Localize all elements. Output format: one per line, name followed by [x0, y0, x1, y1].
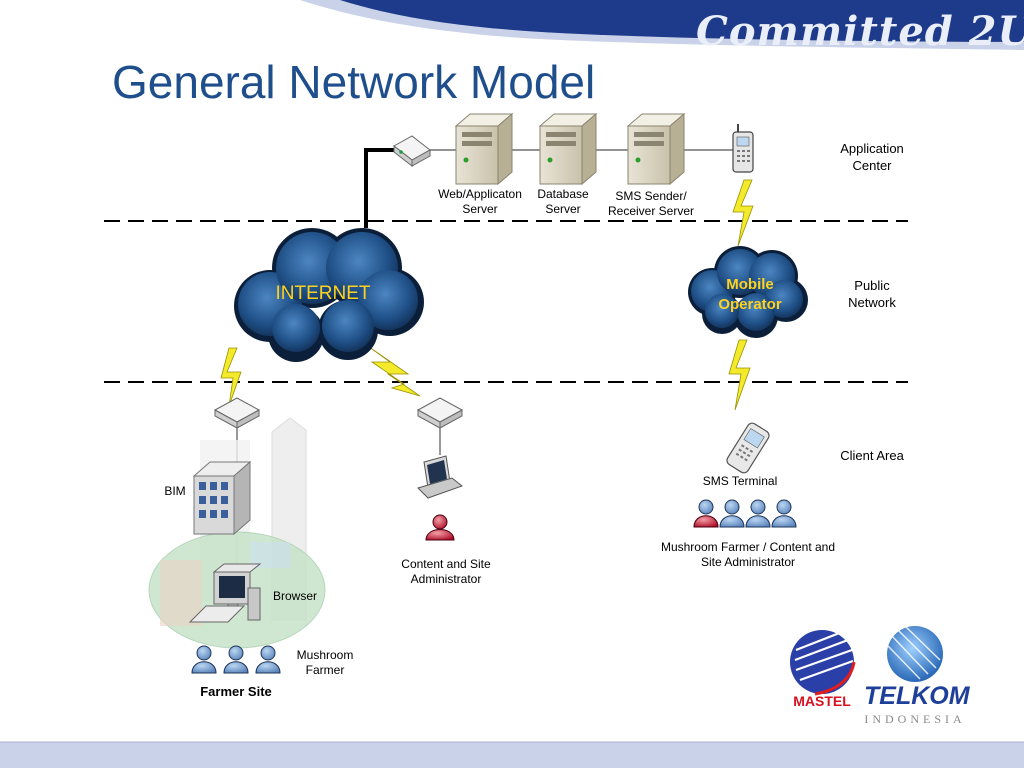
- content-admin-label: Content and Site Administrator: [401, 557, 491, 586]
- database-server-label: Database Server: [537, 187, 589, 216]
- database-server-icon: [538, 112, 598, 186]
- web-server-icon: [454, 112, 514, 186]
- sms-server-icon: [626, 112, 686, 186]
- bim-label: BIM: [164, 484, 186, 498]
- brand-tagline: Committed 2U: [696, 8, 1024, 55]
- internet-link-line: [364, 148, 396, 228]
- mushroom-farmer-admin-label: Mushroom Farmer / Content and Site Admin…: [660, 540, 836, 569]
- sms-terminal-phone-icon: [726, 422, 770, 474]
- laptop-icon: [417, 455, 464, 499]
- zone-label-client-area: Client Area: [840, 448, 904, 463]
- router-icon: [393, 135, 431, 168]
- internet-cloud-icon: [234, 228, 424, 362]
- telkom-logo-text: TELKOM: [864, 682, 970, 710]
- zone-label-application-center: Application Center: [840, 141, 904, 173]
- mastel-logo-text: MASTEL: [793, 693, 851, 709]
- browser-pc-icon: [188, 563, 262, 623]
- mushroom-farmer-group-icon: [191, 645, 281, 674]
- telkom-indonesia-text: INDONESIA: [864, 712, 966, 726]
- web-server-label: Web/Applicaton Server: [438, 187, 522, 216]
- zone-label-public-network: Public Network: [848, 278, 896, 310]
- bim-building-icon: [192, 460, 252, 536]
- mushroom-farmer-admin-group-icon: [693, 499, 797, 528]
- person-icon: [425, 514, 455, 541]
- telkom-logo: [887, 626, 943, 682]
- footer-band: [0, 742, 1024, 768]
- sms-server-label: SMS Sender/ Receiver Server: [607, 189, 695, 218]
- bim-router-icon: [213, 397, 261, 429]
- page-title: General Network Model: [112, 56, 596, 108]
- sms-terminal-label: SMS Terminal: [702, 474, 778, 488]
- farmer-site-label: Farmer Site: [200, 684, 272, 699]
- browser-label: Browser: [272, 589, 317, 603]
- mastel-logo: [790, 630, 856, 696]
- mobile-operator-label: Mobile Operator: [718, 276, 782, 313]
- mushroom-farmer-label: Mushroom Farmer: [296, 648, 354, 677]
- internet-cloud-label: INTERNET: [275, 283, 371, 304]
- mobile-operator-cloud-icon: [688, 246, 808, 338]
- lightning-icon: [220, 179, 754, 411]
- cellphone-icon: [732, 124, 754, 173]
- admin-router-icon: [416, 397, 464, 429]
- header-banner: [0, 0, 1024, 60]
